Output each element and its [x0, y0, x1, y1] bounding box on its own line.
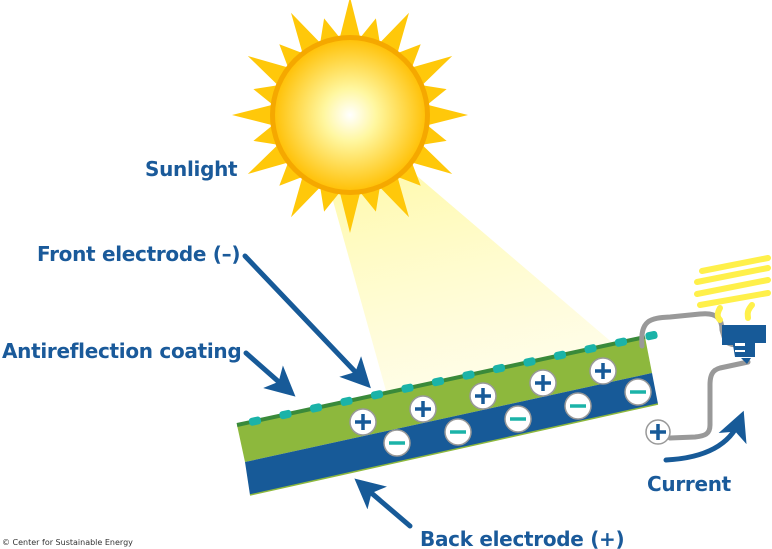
coating-dot [614, 337, 628, 347]
plus-charge [529, 369, 557, 397]
minus-charge [624, 378, 652, 406]
plus-charge [589, 357, 617, 385]
label-antireflection-coating: Antireflection coating [2, 339, 242, 363]
coating-dot [523, 357, 536, 367]
minus-charge [504, 405, 532, 433]
plus-charge [409, 395, 437, 423]
label-sunlight: Sunlight [145, 157, 238, 181]
label-current: Current [647, 472, 731, 496]
plus-charge [469, 382, 497, 410]
coating-dot [248, 416, 262, 426]
back-electrode-arrow [354, 478, 413, 529]
charges [349, 357, 652, 457]
pointer-arrows [242, 253, 747, 529]
copyright: © Center for Sustainable Energy [2, 538, 133, 547]
coating-dot [401, 383, 414, 393]
front-electrode-arrow [242, 253, 371, 389]
plus-charge [349, 408, 377, 436]
label-back-electrode: Back electrode (+) [420, 527, 625, 549]
coating-dot [431, 377, 445, 387]
coating-dot [462, 370, 475, 380]
light-bulb-icon [694, 255, 771, 364]
sun [232, 0, 468, 233]
plus-charge-at-wire [645, 419, 671, 445]
minus-charge [383, 429, 411, 457]
coating-dot [309, 403, 323, 413]
coating-dot [340, 396, 353, 406]
antireflection-coating [248, 330, 658, 426]
solar-panel [236, 330, 659, 496]
coating-dot [553, 350, 567, 360]
minus-charge [444, 418, 472, 446]
coating-dot [645, 330, 658, 341]
current-arrow [663, 410, 747, 463]
coating-dot [492, 363, 506, 374]
label-front-electrode: Front electrode (–) [37, 242, 241, 266]
coating-dot [370, 390, 384, 400]
sunlight-beam [330, 170, 615, 398]
minus-charge [564, 392, 592, 420]
sun-disc [275, 40, 425, 190]
coating-dot [584, 344, 597, 354]
green-layer [237, 337, 652, 462]
antireflection-arrow [243, 350, 296, 397]
coating-dot [279, 409, 292, 420]
